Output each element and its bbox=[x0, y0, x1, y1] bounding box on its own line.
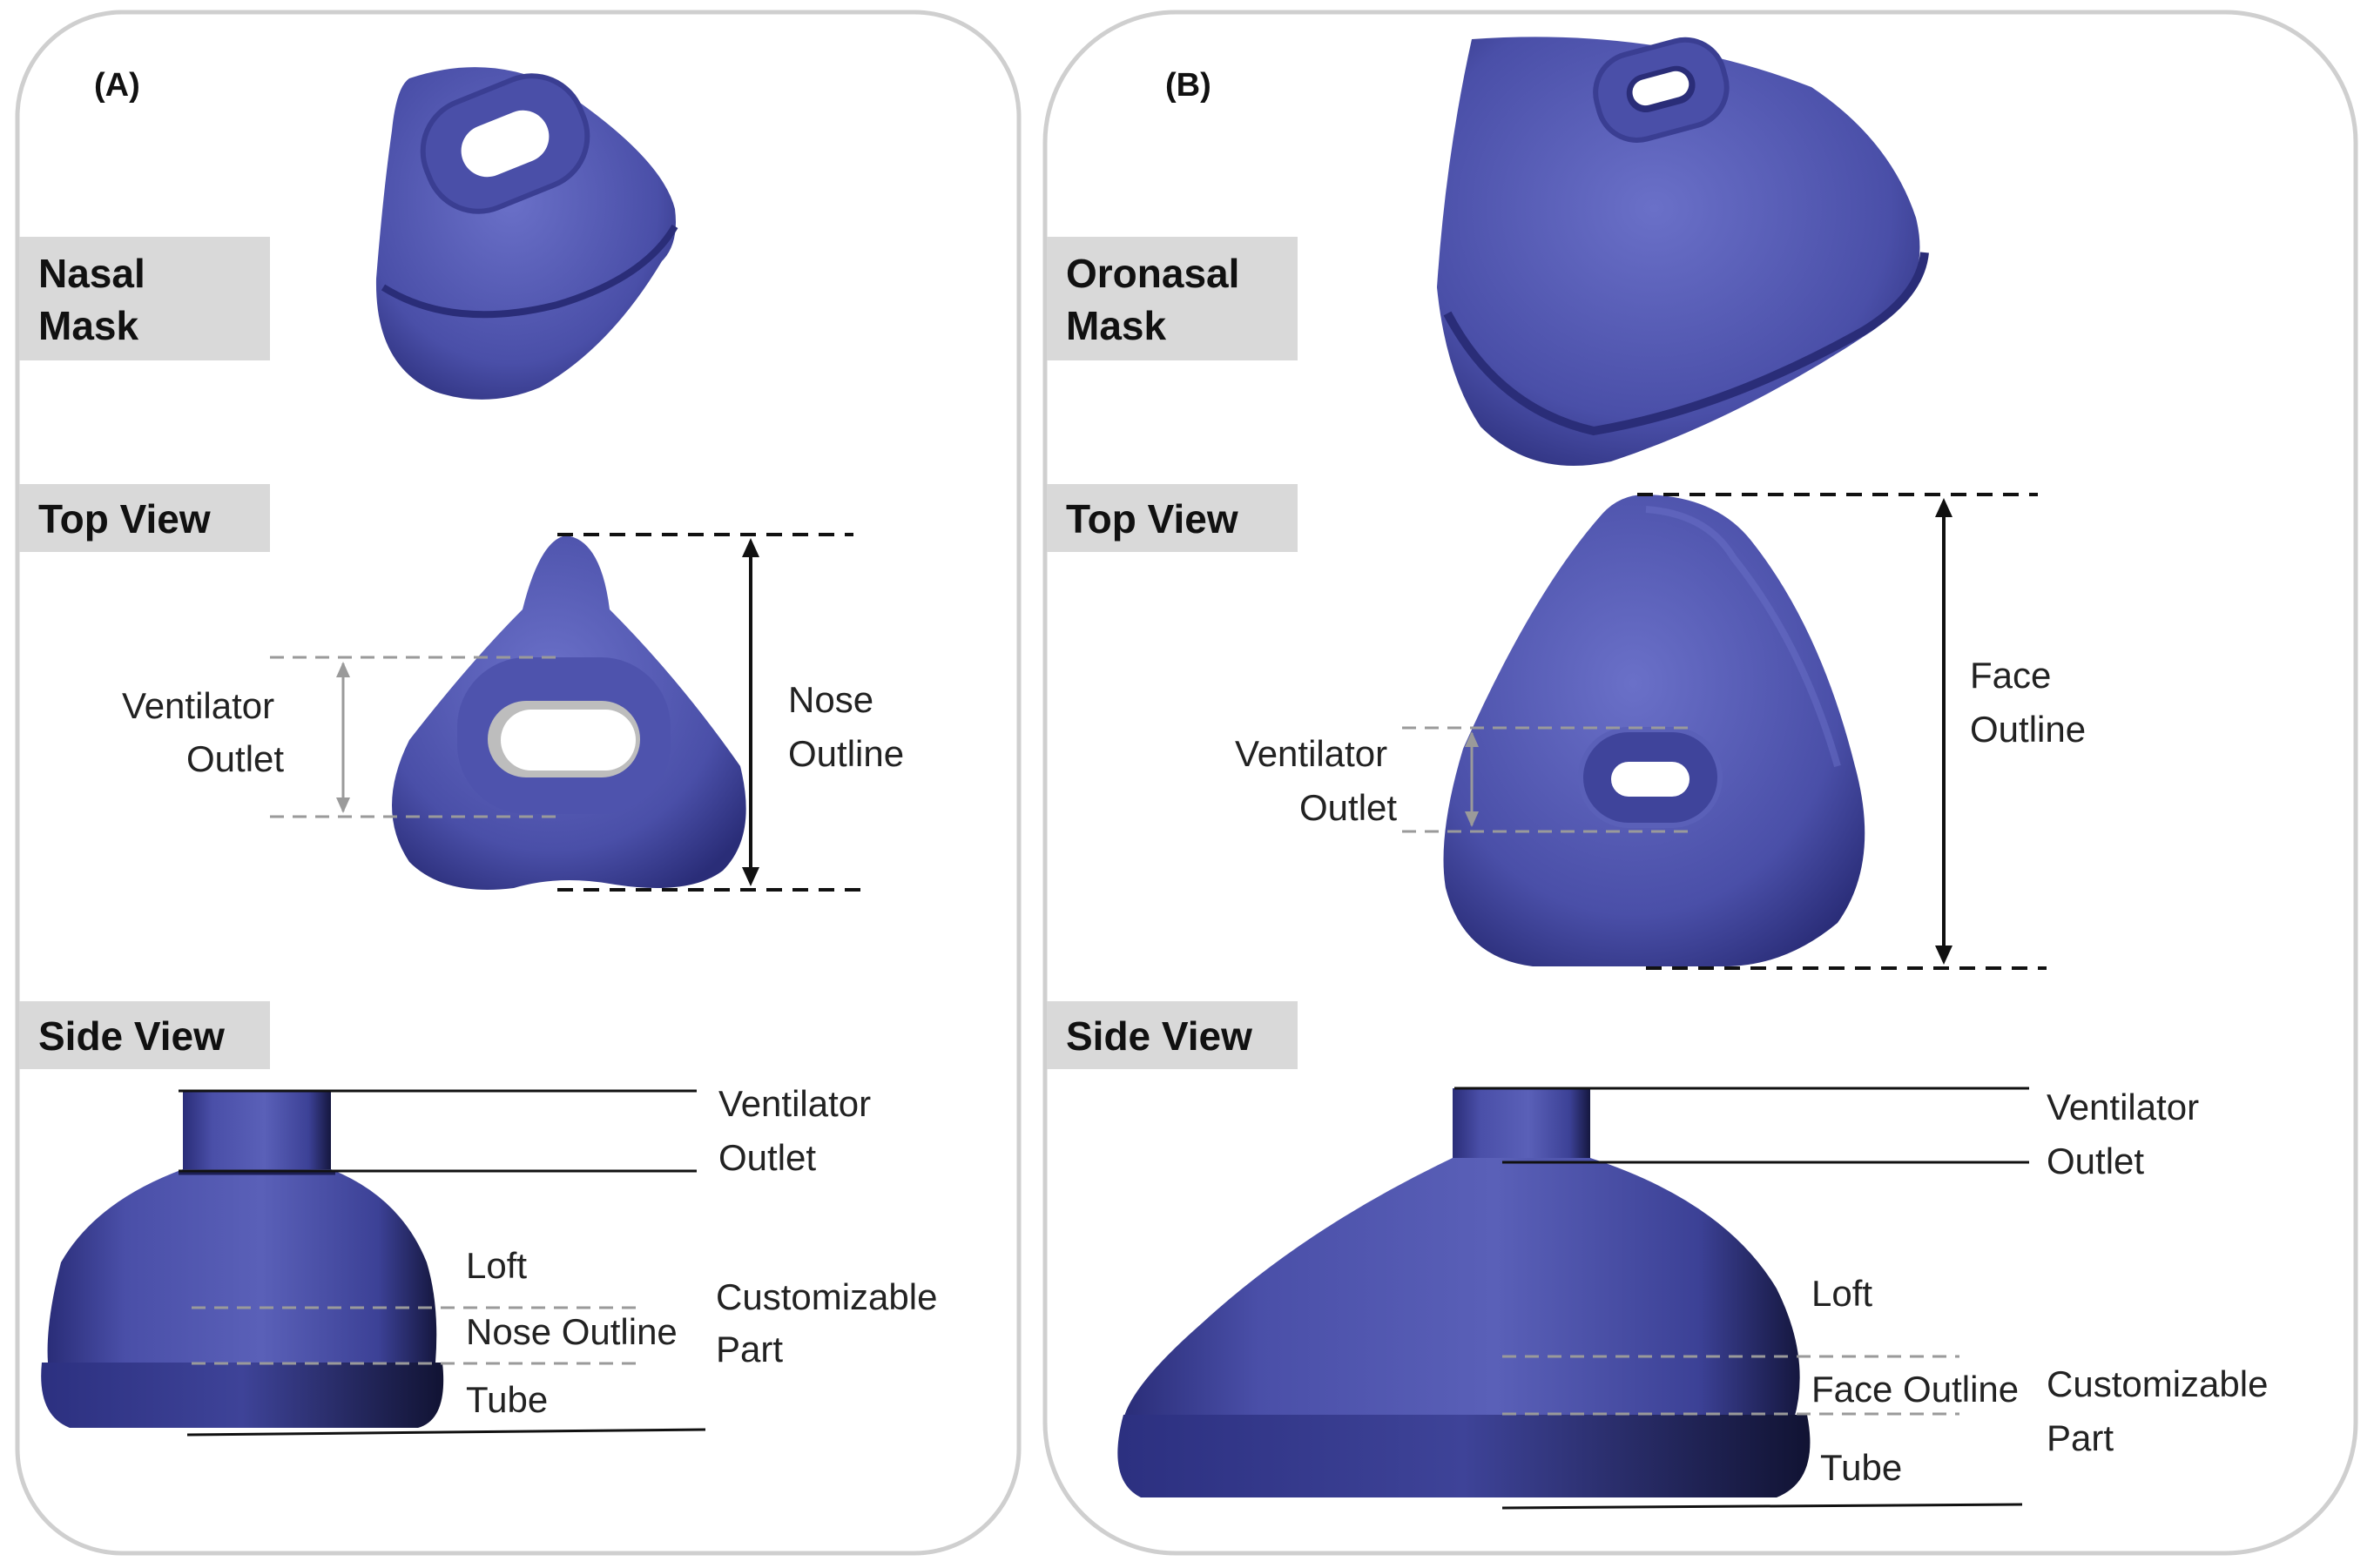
nasal-mask-label-box bbox=[19, 237, 270, 360]
ventilator-outlet-top-label-b-line1: Ventilator bbox=[1235, 733, 1387, 774]
top-view-label-b: Top View bbox=[1066, 496, 1238, 542]
ventilator-outlet-side-label-b-line2: Outlet bbox=[2047, 1141, 2144, 1181]
face-outline-label-line2: Outline bbox=[1970, 709, 2086, 750]
ventilator-outlet-dimension-b bbox=[1402, 726, 1689, 833]
ventilator-outlet-dimension-a bbox=[270, 656, 562, 818]
ventilator-outlet-top-label-a-line1: Ventilator bbox=[122, 685, 274, 726]
oronasal-mask-title-line2: Mask bbox=[1066, 303, 1166, 348]
customizable-part-label-a-line1: Customizable bbox=[716, 1276, 937, 1317]
face-outline-label-line1: Face bbox=[1970, 655, 2051, 696]
oronasal-mask-label-box bbox=[1047, 237, 1298, 360]
side-view-label-box-b bbox=[1047, 1001, 1298, 1069]
side-view-guides-a bbox=[179, 1089, 706, 1437]
top-view-label-box-a bbox=[19, 484, 270, 552]
top-view-label-a: Top View bbox=[38, 496, 211, 542]
side-view-label-b: Side View bbox=[1066, 1013, 1252, 1059]
ventilator-outlet-side-label-b-line1: Ventilator bbox=[2047, 1087, 2199, 1127]
face-outline-dimension bbox=[1637, 493, 2047, 970]
panel-b: (B) Oronasal Mask Top View bbox=[1042, 10, 2358, 1556]
side-view-label-a: Side View bbox=[38, 1013, 225, 1059]
nose-outline-dimension bbox=[557, 533, 862, 892]
oronasal-mask-title-line1: Oronasal bbox=[1066, 251, 1239, 296]
loft-label-a: Loft bbox=[466, 1245, 527, 1286]
nasal-mask-side-view bbox=[41, 1091, 444, 1428]
side-view-guides-b bbox=[1454, 1087, 2029, 1510]
panel-a: (A) Nasal Mask Top View bbox=[15, 10, 1022, 1556]
nose-outline-label-line2: Outline bbox=[788, 733, 904, 774]
oronasal-mask-top-view bbox=[1443, 495, 1865, 966]
panel-a-label: (A) bbox=[94, 67, 140, 104]
tube-label-b: Tube bbox=[1820, 1447, 1902, 1488]
customizable-part-label-b-line1: Customizable bbox=[2047, 1363, 2268, 1404]
ventilator-outlet-top-label-b-line2: Outlet bbox=[1299, 787, 1397, 828]
side-view-label-box-a bbox=[19, 1001, 270, 1069]
loft-label-b: Loft bbox=[1811, 1273, 1872, 1314]
ventilator-outlet-side-label-a-line1: Ventilator bbox=[718, 1083, 871, 1124]
tube-label-a: Tube bbox=[466, 1379, 548, 1420]
nasal-mask-top-view bbox=[392, 535, 746, 890]
nose-outline-side-label: Nose Outline bbox=[466, 1311, 678, 1352]
nasal-mask-title-line1: Nasal bbox=[38, 251, 145, 296]
ventilator-outlet-top-label-a-line2: Outlet bbox=[186, 738, 284, 779]
nose-outline-label-line1: Nose bbox=[788, 679, 873, 720]
oronasal-mask-3d-illustration bbox=[1437, 37, 1929, 467]
customizable-part-label-a-line2: Part bbox=[716, 1329, 783, 1369]
oronasal-mask-side-view bbox=[1117, 1088, 1811, 1497]
ventilator-outlet-side-label-a-line2: Outlet bbox=[718, 1137, 816, 1178]
panel-b-label: (B) bbox=[1165, 67, 1211, 104]
customizable-part-label-b-line2: Part bbox=[2047, 1417, 2114, 1458]
face-outline-side-label: Face Outline bbox=[1811, 1369, 2019, 1410]
nasal-mask-3d-illustration bbox=[375, 67, 678, 400]
nasal-mask-title-line2: Mask bbox=[38, 303, 138, 348]
top-view-label-box-b bbox=[1047, 484, 1298, 552]
